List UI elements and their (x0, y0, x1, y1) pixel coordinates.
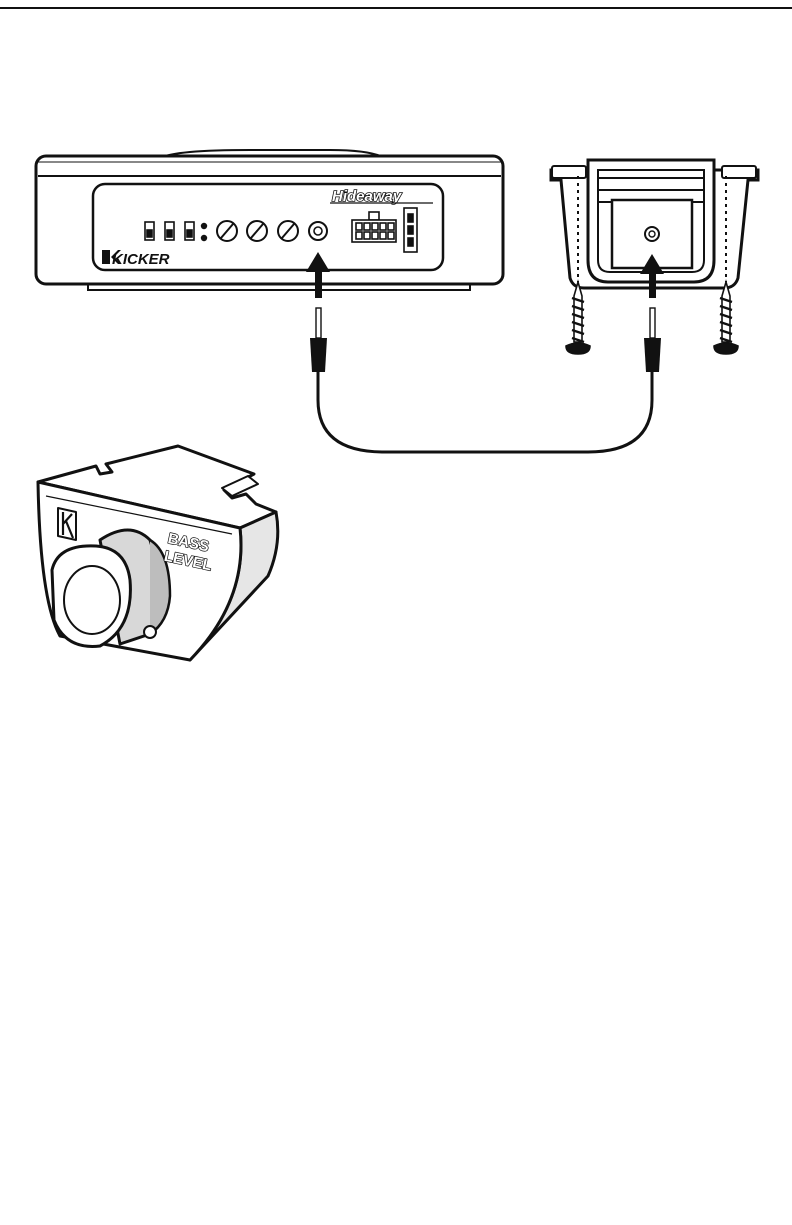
kicker-logo-icon: KICKER (102, 250, 170, 268)
led-bottom (201, 235, 207, 241)
amplifier-front-view: Hideaway KICKER (36, 150, 503, 290)
dip-switches (145, 222, 194, 240)
k-logo-icon (58, 508, 76, 540)
screw-icon (566, 282, 590, 354)
speaker-connector (404, 208, 417, 252)
bass-level-remote: BASS LEVEL (38, 446, 278, 660)
amplifier-remote-jack (309, 222, 327, 240)
kicker-brand-text: KICKER (112, 251, 170, 268)
remote-led (144, 626, 156, 638)
remote-cable (310, 308, 661, 452)
led-top (201, 223, 207, 229)
screw-icon (714, 282, 738, 354)
adjustment-knobs (217, 221, 298, 241)
